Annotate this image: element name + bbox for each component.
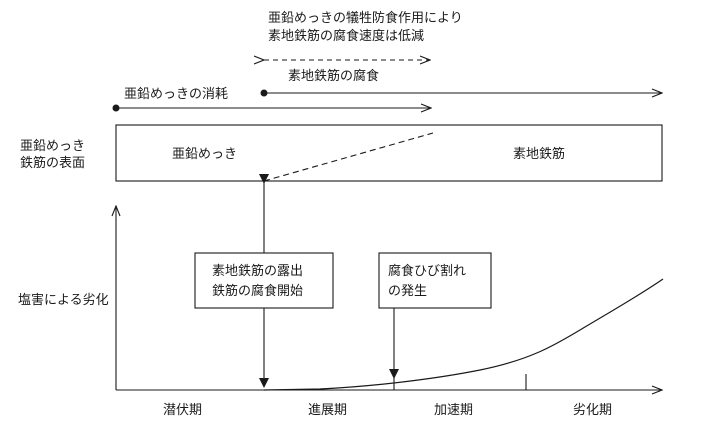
cracking-line2: の発生 <box>388 284 427 299</box>
exposure-line2: 鉄筋の腐食開始 <box>212 283 303 299</box>
y-axis-label: 塩害による劣化 <box>18 292 109 308</box>
cracking-event-box <box>378 252 492 309</box>
phase-label-progress: 進展期 <box>308 403 347 418</box>
rebar-surface-bar <box>115 124 663 182</box>
exposure-event-box <box>194 252 334 309</box>
exposure-line1: 素地鉄筋の露出 <box>212 263 303 279</box>
zinc-region-label: 亜鉛めっき <box>172 147 237 162</box>
steel-corrosion-label: 素地鉄筋の腐食 <box>288 68 379 84</box>
top-note-line1: 亜鉛めっきの犠牲防食作用により <box>268 10 463 26</box>
zinc-consumption-label: 亜鉛めっきの消耗 <box>124 87 228 102</box>
steel-region-label: 素地鉄筋 <box>513 146 565 162</box>
surface-label-line2: 鉄筋の表面 <box>20 155 85 171</box>
phase-label-latent: 潜伏期 <box>163 403 202 418</box>
top-note-line2: 素地鉄筋の腐食速度は低減 <box>268 28 424 44</box>
deterioration-curve <box>263 278 664 391</box>
surface-label-line1: 亜鉛めっき <box>20 139 85 154</box>
phase-label-acceleration: 加速期 <box>434 403 473 418</box>
cracking-line1: 腐食ひび割れ <box>388 263 466 279</box>
phase-label-deterioration: 劣化期 <box>573 403 612 418</box>
